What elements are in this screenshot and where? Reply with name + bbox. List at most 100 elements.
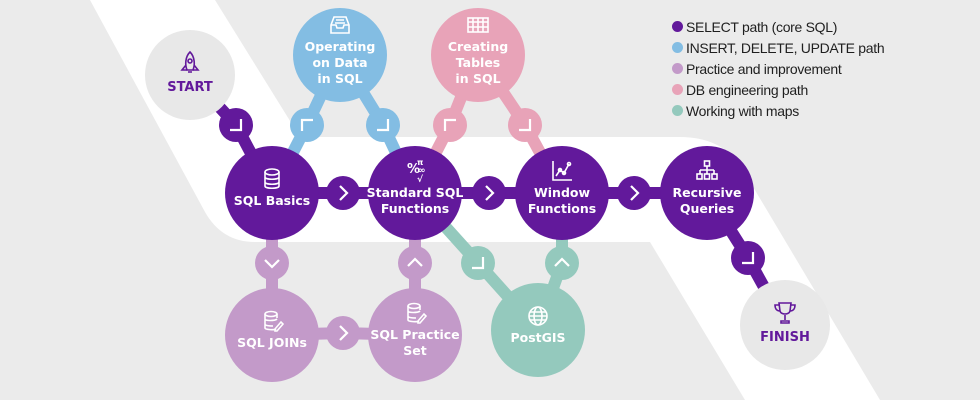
legend-dot [672, 105, 683, 116]
arrow-up-icon [554, 257, 570, 267]
arrow-bubble[interactable] [290, 108, 324, 142]
legend-dot [672, 63, 683, 74]
node-start[interactable]: START [145, 30, 235, 120]
arrow-bubble[interactable] [508, 108, 542, 142]
legend-label: SELECT path (core SQL) [686, 18, 838, 35]
node-label-line: Operating [305, 39, 376, 54]
arrow-bubble[interactable] [545, 246, 579, 280]
node-circle [660, 146, 754, 240]
arrow-bubble[interactable] [366, 108, 400, 142]
node-label-line: SQL JOINs [237, 335, 307, 350]
node-label: FINISH [760, 330, 810, 345]
rocket-icon [180, 50, 200, 73]
legend-item-maps: Working with maps [672, 100, 884, 121]
globe-icon [528, 306, 548, 326]
node-label-line: Creating [448, 39, 508, 54]
arrow-down-right-icon [519, 119, 532, 132]
arrow-right-icon [339, 325, 349, 341]
arrow-bubble[interactable] [326, 316, 360, 350]
arrow-bubble-circle [398, 246, 432, 280]
node-sql-basics[interactable]: SQL Basics [225, 146, 319, 240]
node-sql-joins[interactable]: SQL JOINs [225, 288, 319, 382]
node-circle [515, 146, 609, 240]
arrow-up-right-icon [443, 118, 456, 131]
arrow-bubble[interactable] [433, 108, 467, 142]
hierarchy-icon [696, 160, 718, 180]
node-circle [225, 146, 319, 240]
arrow-bubble[interactable] [731, 241, 765, 275]
svg-text:√: √ [417, 174, 424, 185]
node-label-line: Functions [381, 201, 449, 216]
legend-label: DB engineering path [686, 81, 808, 98]
arrow-bubble-circle [731, 241, 765, 275]
node-label-line: Tables [456, 55, 501, 70]
legend-dot [672, 42, 683, 53]
arrow-right-icon [339, 185, 349, 201]
node-label: START [167, 80, 213, 95]
trophy-icon [774, 302, 796, 324]
legend-label: INSERT, DELETE, UPDATE path [686, 39, 885, 56]
arrow-bubble-circle [617, 176, 651, 210]
arrow-bubble[interactable] [398, 246, 432, 280]
node-circle [225, 288, 319, 382]
node-circle [293, 8, 387, 102]
node-circle [368, 146, 462, 240]
node-label-line: Functions [528, 201, 596, 216]
node-label-line: in SQL [317, 71, 362, 86]
arrow-bubble[interactable] [617, 176, 651, 210]
legend-label: Working with maps [686, 102, 799, 119]
arrow-bubble[interactable] [219, 108, 253, 142]
node-label-line: Standard SQL [367, 185, 464, 200]
arrow-right-icon [485, 185, 495, 201]
legend-dot [672, 84, 683, 95]
node-label-line: on Data [312, 55, 367, 70]
node-label-line: in SQL [455, 71, 500, 86]
node-label-line: PostGIS [510, 330, 565, 345]
node-label-line: Recursive [673, 185, 742, 200]
arrow-down-right-icon [377, 119, 390, 132]
arrow-bubble-circle [461, 246, 495, 280]
math-symbols-icon: %π∞√ [407, 158, 426, 185]
line-chart-icon [552, 161, 572, 181]
arrow-down-right-icon [472, 257, 485, 270]
node-circle [368, 288, 462, 382]
arrow-bubble[interactable] [255, 246, 289, 280]
database-edit-icon [407, 302, 428, 324]
legend: SELECT path (core SQL) INSERT, DELETE, U… [672, 16, 885, 121]
node-label-line: SQL Practice [370, 327, 459, 342]
arrow-bubble-circle [326, 176, 360, 210]
database-edit-icon [264, 310, 285, 332]
arrow-bubble[interactable] [326, 176, 360, 210]
legend-item-db-engineering: DB engineering path [672, 79, 884, 100]
arrow-bubble-circle [219, 108, 253, 142]
node-label-line: Queries [680, 201, 734, 216]
arrow-bubble[interactable] [472, 176, 506, 210]
arrow-bubble[interactable] [461, 246, 495, 280]
arrow-up-icon [407, 257, 423, 267]
arrow-bubble-circle [366, 108, 400, 142]
node-postgis[interactable]: PostGIS [491, 283, 585, 377]
arrow-bubble-circle [508, 108, 542, 142]
arrow-right-icon [630, 185, 640, 201]
node-label-line: SQL Basics [234, 193, 310, 208]
node-circle [491, 283, 585, 377]
arrow-bubble-circle [290, 108, 324, 142]
arrow-bubble-circle [255, 246, 289, 280]
legend-label: Practice and improvement [686, 60, 842, 77]
arrow-bubble-circle [433, 108, 467, 142]
node-circle [431, 8, 525, 102]
node-finish[interactable]: FINISH [740, 280, 830, 370]
svg-text:π: π [417, 158, 423, 167]
arrow-down-icon [264, 259, 280, 269]
arrow-bubble-circle [472, 176, 506, 210]
node-circle [740, 280, 830, 370]
node-label-line: Set [403, 343, 426, 358]
